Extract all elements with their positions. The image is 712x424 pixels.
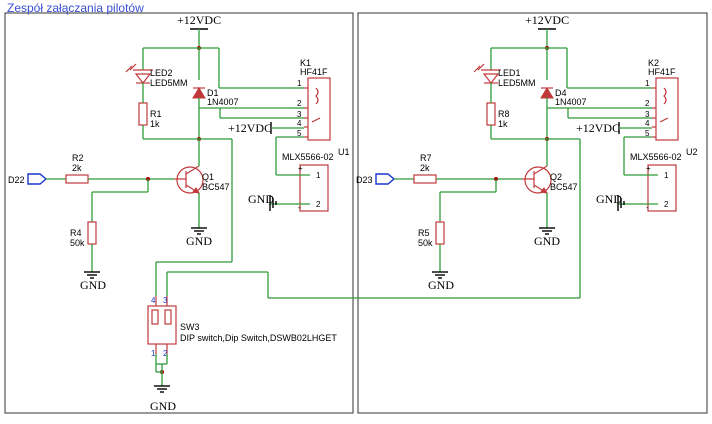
gnd-connector-label: GND <box>596 192 622 206</box>
vdc-relay-label: +12VDC <box>228 121 272 135</box>
svg-text:-: - <box>298 203 301 212</box>
r-base-value: 2k <box>72 163 82 173</box>
svg-text:1: 1 <box>151 349 156 358</box>
vdc-label: +12VDC <box>525 13 569 27</box>
gnd-switch-label: GND <box>150 399 176 413</box>
resistor-pulldown <box>87 221 97 245</box>
resistor-r1 <box>138 102 148 126</box>
switch-ref: SW3 <box>180 322 200 332</box>
schematic-title: Zespół załączania pilotów <box>7 1 144 15</box>
connector-body <box>647 164 677 212</box>
diode-ref: D1 <box>207 88 219 98</box>
transistor-value: BC547 <box>550 182 578 192</box>
svg-text:1: 1 <box>645 79 650 88</box>
transistor <box>176 166 204 194</box>
svg-text:3: 3 <box>163 296 168 305</box>
transistor <box>524 166 552 194</box>
diode-value: 1N4007 <box>207 97 239 107</box>
led-value: LED5MM <box>498 78 536 88</box>
transistor-value: BC547 <box>202 182 230 192</box>
dip-switch: 4 3 1 2 <box>147 139 581 393</box>
svg-text:2: 2 <box>316 200 321 209</box>
connector-value: MLX5566-02 <box>630 152 682 162</box>
r-base-value: 2k <box>420 163 430 173</box>
gnd-transistor-label: GND <box>186 234 212 248</box>
vdc-relay-label: +12VDC <box>576 121 620 135</box>
resistor-base <box>413 174 437 184</box>
r-led-ref: R8 <box>498 109 510 119</box>
gnd-pulldown-label: GND <box>80 278 106 292</box>
svg-text:2: 2 <box>163 349 168 358</box>
svg-text:5: 5 <box>645 129 650 138</box>
gnd-transistor-label: GND <box>534 234 560 248</box>
diode <box>192 87 206 99</box>
relay-ref: K2 <box>648 58 659 68</box>
r-led-ref: R1 <box>150 109 162 119</box>
relay-body <box>655 77 679 141</box>
channel-1: +12VDC LED2 LED5MM R1 1k D1 1N4007 <box>8 13 350 292</box>
led-ref: LED2 <box>150 68 173 78</box>
resistor-base <box>65 174 89 184</box>
svg-text:1: 1 <box>664 171 669 180</box>
input-port <box>27 173 48 185</box>
r-base-ref: R2 <box>72 153 84 163</box>
svg-text:+: + <box>646 164 651 173</box>
relay-value: HF41F <box>300 67 328 77</box>
r-pull-ref: R5 <box>418 228 430 238</box>
diode-value: 1N4007 <box>555 97 587 107</box>
transistor-ref: Q1 <box>202 172 214 182</box>
led <box>125 63 153 98</box>
gnd-connector-label: GND <box>248 192 274 206</box>
switch-value: DIP switch,Dip Switch,DSWB02LHGET <box>180 333 337 343</box>
r-led-value: 1k <box>150 119 160 129</box>
frame-left <box>4 12 354 414</box>
led-ref: LED1 <box>498 68 521 78</box>
connector-ref: U2 <box>686 147 698 157</box>
svg-text:4: 4 <box>645 119 650 128</box>
resistor-r8 <box>486 102 496 126</box>
svg-text:1: 1 <box>316 171 321 180</box>
connector-body <box>299 164 329 212</box>
input-net-label: D22 <box>8 175 25 185</box>
vdc-label: +12VDC <box>177 13 221 27</box>
svg-text:1: 1 <box>297 79 302 88</box>
input-port <box>375 173 396 185</box>
led-value: LED5MM <box>150 78 188 88</box>
svg-text:2: 2 <box>297 99 302 108</box>
gnd-pulldown-label: GND <box>428 278 454 292</box>
r-led-value: 1k <box>498 119 508 129</box>
svg-text:3: 3 <box>297 110 302 119</box>
channel-2: +12VDC LED1 LED5MM R8 1k D4 1N4007 <box>356 13 698 292</box>
led <box>473 63 501 98</box>
diode <box>540 87 554 99</box>
svg-text:4: 4 <box>151 296 156 305</box>
relay-ref: K1 <box>300 58 311 68</box>
relay-body <box>307 77 331 141</box>
svg-text:3: 3 <box>645 110 650 119</box>
r-base-ref: R7 <box>420 153 432 163</box>
connector-ref: U1 <box>338 147 350 157</box>
diode-ref: D4 <box>555 88 567 98</box>
frame-right <box>357 12 708 414</box>
svg-text:+: + <box>298 164 303 173</box>
svg-text:2: 2 <box>645 99 650 108</box>
r-pull-ref: R4 <box>70 228 82 238</box>
svg-text:4: 4 <box>297 119 302 128</box>
svg-text:2: 2 <box>664 200 669 209</box>
r-pull-value: 50k <box>418 238 433 248</box>
r-pull-value: 50k <box>70 238 85 248</box>
input-net-label: D23 <box>356 175 373 185</box>
svg-text:-: - <box>646 203 649 212</box>
relay-value: HF41F <box>648 67 676 77</box>
resistor-pulldown <box>435 221 445 245</box>
transistor-ref: Q2 <box>550 172 562 182</box>
svg-text:5: 5 <box>297 129 302 138</box>
connector-value: MLX5566-02 <box>282 152 334 162</box>
